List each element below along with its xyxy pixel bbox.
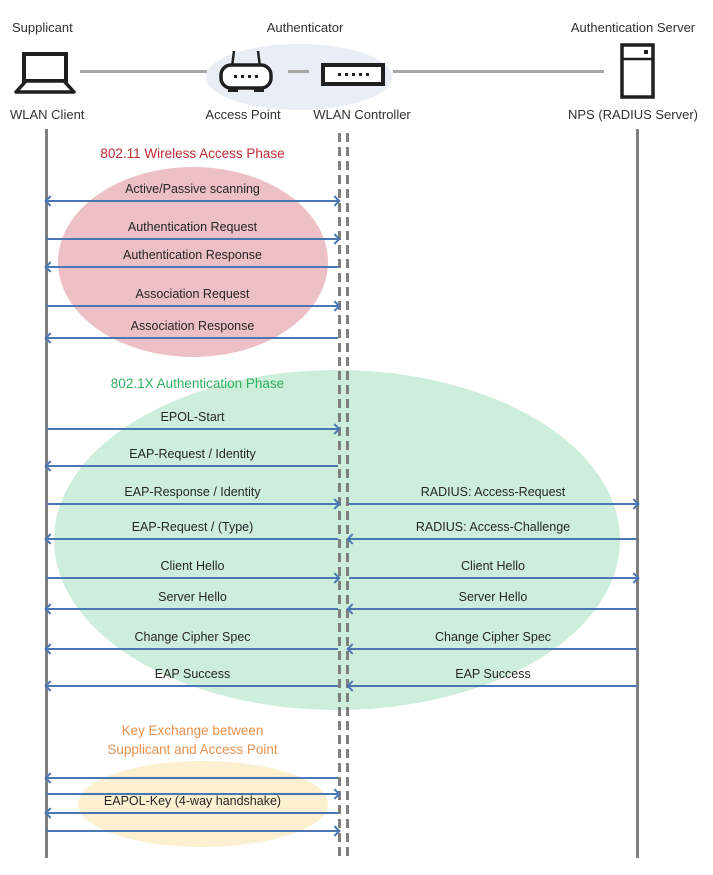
message-authentication-request: Authentication Request — [47, 220, 338, 241]
message-epol-start: EPOL-Start — [47, 410, 338, 431]
arrow-right-icon — [47, 503, 338, 505]
arrow-left-icon — [47, 777, 338, 779]
message-label: Change Cipher Spec — [434, 630, 552, 644]
message-change-cipher-spec-left: Change Cipher Spec — [47, 630, 338, 651]
message-eap-success-right: EAP Success — [349, 667, 637, 688]
actor-role-authenticator: Authenticator — [266, 20, 344, 35]
message-radius-access-request: RADIUS: Access-Request — [349, 485, 637, 506]
message-active-passive-scanning: Active/Passive scanning — [47, 182, 338, 203]
message-radius-access-challenge: RADIUS: Access-Challenge — [349, 520, 637, 541]
message-label: EAP-Request / Identity — [129, 447, 256, 461]
arrow-left-icon — [47, 465, 338, 467]
phase-title-line2: Supplicant and Access Point — [107, 742, 278, 757]
lifeline-supplicant — [45, 129, 48, 858]
phase-ellipse-wireless-access — [58, 167, 328, 357]
actor-role-auth-server: Authentication Server — [570, 20, 696, 35]
message-key-exchange-1 — [47, 759, 338, 780]
message-label: Client Hello — [160, 559, 225, 573]
message-label: EAP-Response / Identity — [124, 485, 261, 499]
arrow-right-icon — [47, 238, 338, 240]
message-label: Authentication Response — [123, 248, 262, 262]
access-point-icon — [219, 50, 273, 92]
message-server-hello-left: Server Hello — [47, 590, 338, 611]
arrow-right-icon — [349, 503, 637, 505]
actor-role-supplicant: Supplicant — [12, 20, 73, 35]
message-label: EAP Success — [455, 667, 531, 681]
message-key-exchange-2 — [47, 775, 338, 796]
message-label: Association Response — [130, 319, 255, 333]
message-label: Server Hello — [458, 590, 528, 604]
connector-ap-controller — [288, 70, 309, 73]
message-eapol-key-handshake: EAPOL-Key (4-way handshake) — [47, 794, 338, 815]
laptop-icon — [14, 52, 76, 94]
phase-title-dot1x-auth: 802.1X Authentication Phase — [110, 376, 285, 391]
message-label: EPOL-Start — [160, 410, 225, 424]
arrow-left-icon — [349, 648, 637, 650]
phase-title-wireless-access: 802.11 Wireless Access Phase — [100, 146, 285, 161]
message-label: RADIUS: Access-Request — [420, 485, 566, 499]
lifeline-auth-server — [636, 129, 639, 858]
message-label: EAP-Request / (Type) — [131, 520, 254, 534]
phase-ellipse-key-exchange — [78, 761, 328, 847]
arrow-right-icon — [47, 305, 338, 307]
message-label: Authentication Request — [127, 220, 258, 234]
actor-device-wlan-controller: WLAN Controller — [313, 107, 411, 122]
message-eap-response-identity: EAP-Response / Identity — [47, 485, 338, 506]
message-client-hello-left: Client Hello — [47, 559, 338, 580]
message-eap-success-left: EAP Success — [47, 667, 338, 688]
actor-device-wlan-client: WLAN Client — [10, 107, 85, 122]
connector-client-ap — [80, 70, 207, 73]
arrow-left-icon — [47, 266, 338, 268]
arrow-left-icon — [349, 538, 637, 540]
message-label: Server Hello — [158, 590, 227, 604]
lifeline-authenticator-dashed-left — [338, 133, 341, 856]
arrow-left-icon — [47, 538, 338, 540]
arrow-left-icon — [47, 812, 338, 814]
message-association-response: Association Response — [47, 319, 338, 340]
wlan-controller-icon — [321, 63, 385, 86]
arrow-left-icon — [47, 608, 338, 610]
message-authentication-response: Authentication Response — [47, 248, 338, 269]
message-eap-request-identity: EAP-Request / Identity — [47, 447, 338, 468]
message-label: Client Hello — [461, 559, 525, 573]
arrow-right-icon — [47, 577, 338, 579]
server-icon — [620, 43, 655, 99]
arrow-right-icon — [47, 428, 338, 430]
message-label: EAPOL-Key (4-way handshake) — [103, 794, 282, 808]
connector-controller-server — [393, 70, 604, 73]
message-client-hello-right: Client Hello — [349, 559, 637, 580]
message-label: EAP Success — [154, 667, 231, 681]
arrow-left-icon — [349, 608, 637, 610]
message-server-hello-right: Server Hello — [349, 590, 637, 611]
message-label: Change Cipher Spec — [134, 630, 251, 644]
message-key-exchange-4 — [47, 812, 338, 833]
arrow-left-icon — [47, 337, 338, 339]
actor-device-access-point: Access Point — [205, 107, 281, 122]
arrow-left-icon — [349, 685, 637, 687]
arrow-both-icon — [47, 200, 338, 202]
message-label: Association Request — [135, 287, 250, 301]
lifeline-authenticator-dashed-right — [346, 133, 349, 856]
phase-title-line1: Key Exchange between — [121, 723, 264, 738]
message-label: Active/Passive scanning — [125, 182, 260, 196]
arrow-left-icon — [47, 648, 338, 650]
arrow-left-icon — [47, 685, 338, 687]
arrow-right-icon — [47, 830, 338, 832]
actor-device-nps-radius-server: NPS (RADIUS Server) — [567, 107, 699, 122]
message-eap-request-type: EAP-Request / (Type) — [47, 520, 338, 541]
message-change-cipher-spec-right: Change Cipher Spec — [349, 630, 637, 651]
arrow-right-icon — [349, 577, 637, 579]
message-association-request: Association Request — [47, 287, 338, 308]
phase-title-key-exchange: Key Exchange between Supplicant and Acce… — [47, 721, 338, 759]
message-label: RADIUS: Access-Challenge — [415, 520, 571, 534]
arrow-right-icon — [47, 793, 338, 795]
